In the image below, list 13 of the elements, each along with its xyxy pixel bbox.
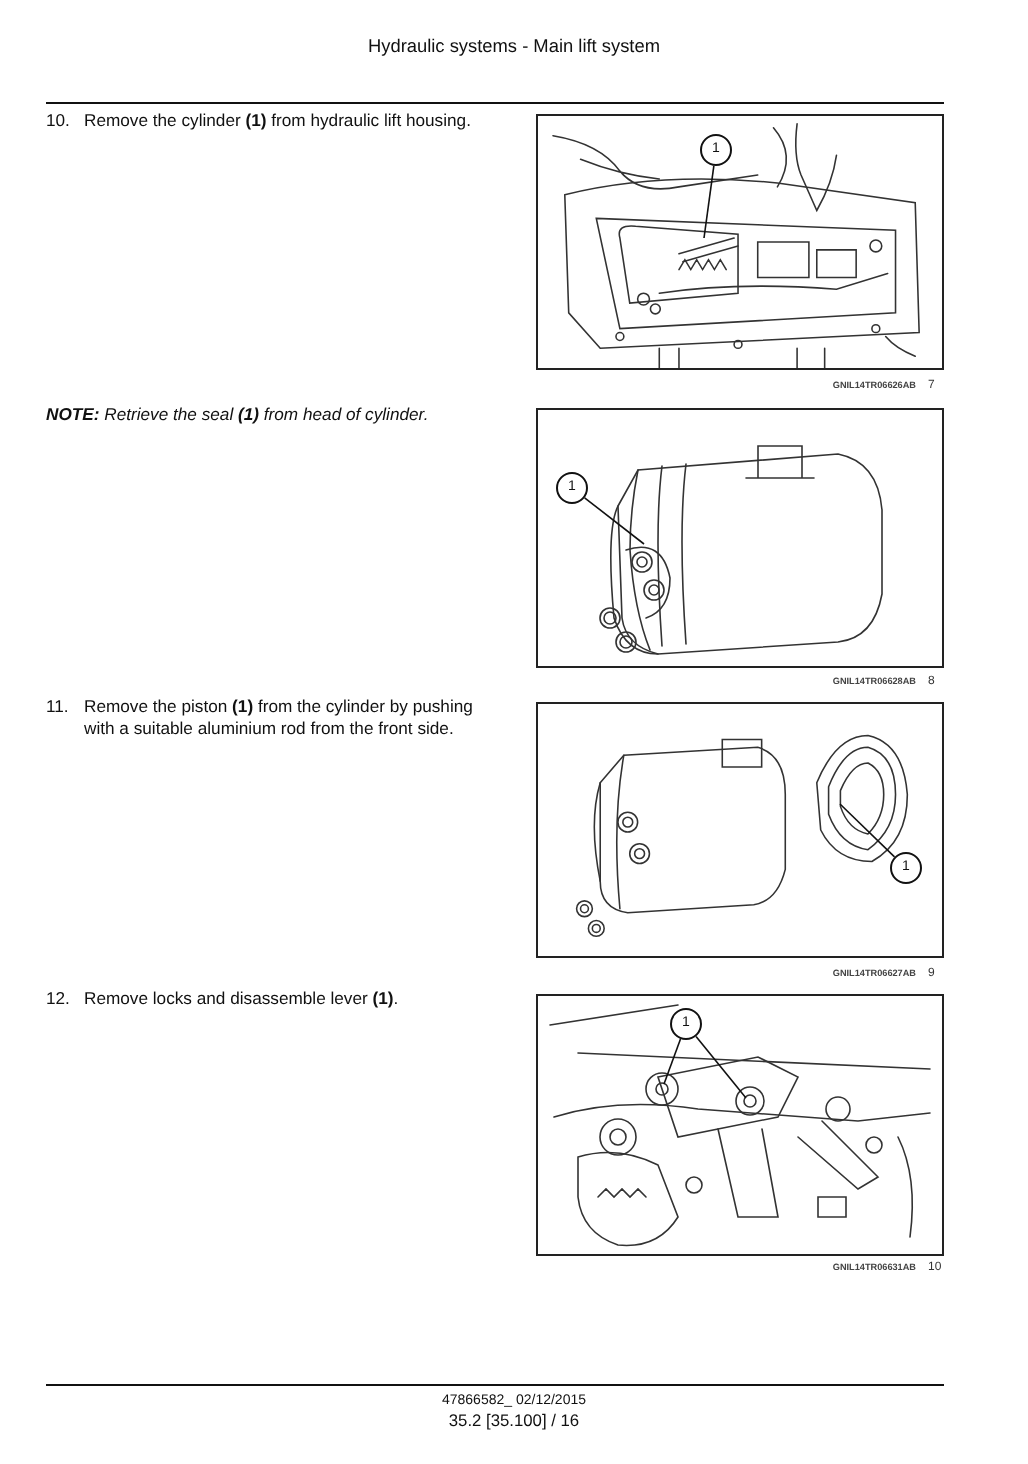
step-number: 11. — [46, 696, 69, 718]
leader-line — [695, 1035, 747, 1099]
leader-line — [583, 497, 645, 545]
instruction-text: Remove the piston (1) from the cylinder by pushing with a suitable aluminium rod from the front side. — [84, 696, 475, 740]
note-text: NOTE: Retrieve the seal (1) from head of cylinder. — [46, 404, 431, 426]
leader-line — [703, 165, 715, 239]
step-number: 10. — [46, 110, 70, 132]
page-header: Hydraulic systems - Main lift system — [365, 36, 662, 58]
leader-line — [663, 1038, 682, 1085]
instruction-text: Remove the cylinder (1) from hydraulic lift housing. — [84, 110, 473, 132]
instruction-text: Remove locks and disassemble lever (1). — [84, 988, 401, 1010]
step-number: 12. — [46, 988, 70, 1010]
page-number: 35.2 [35.100] / 16 — [446, 1410, 582, 1431]
